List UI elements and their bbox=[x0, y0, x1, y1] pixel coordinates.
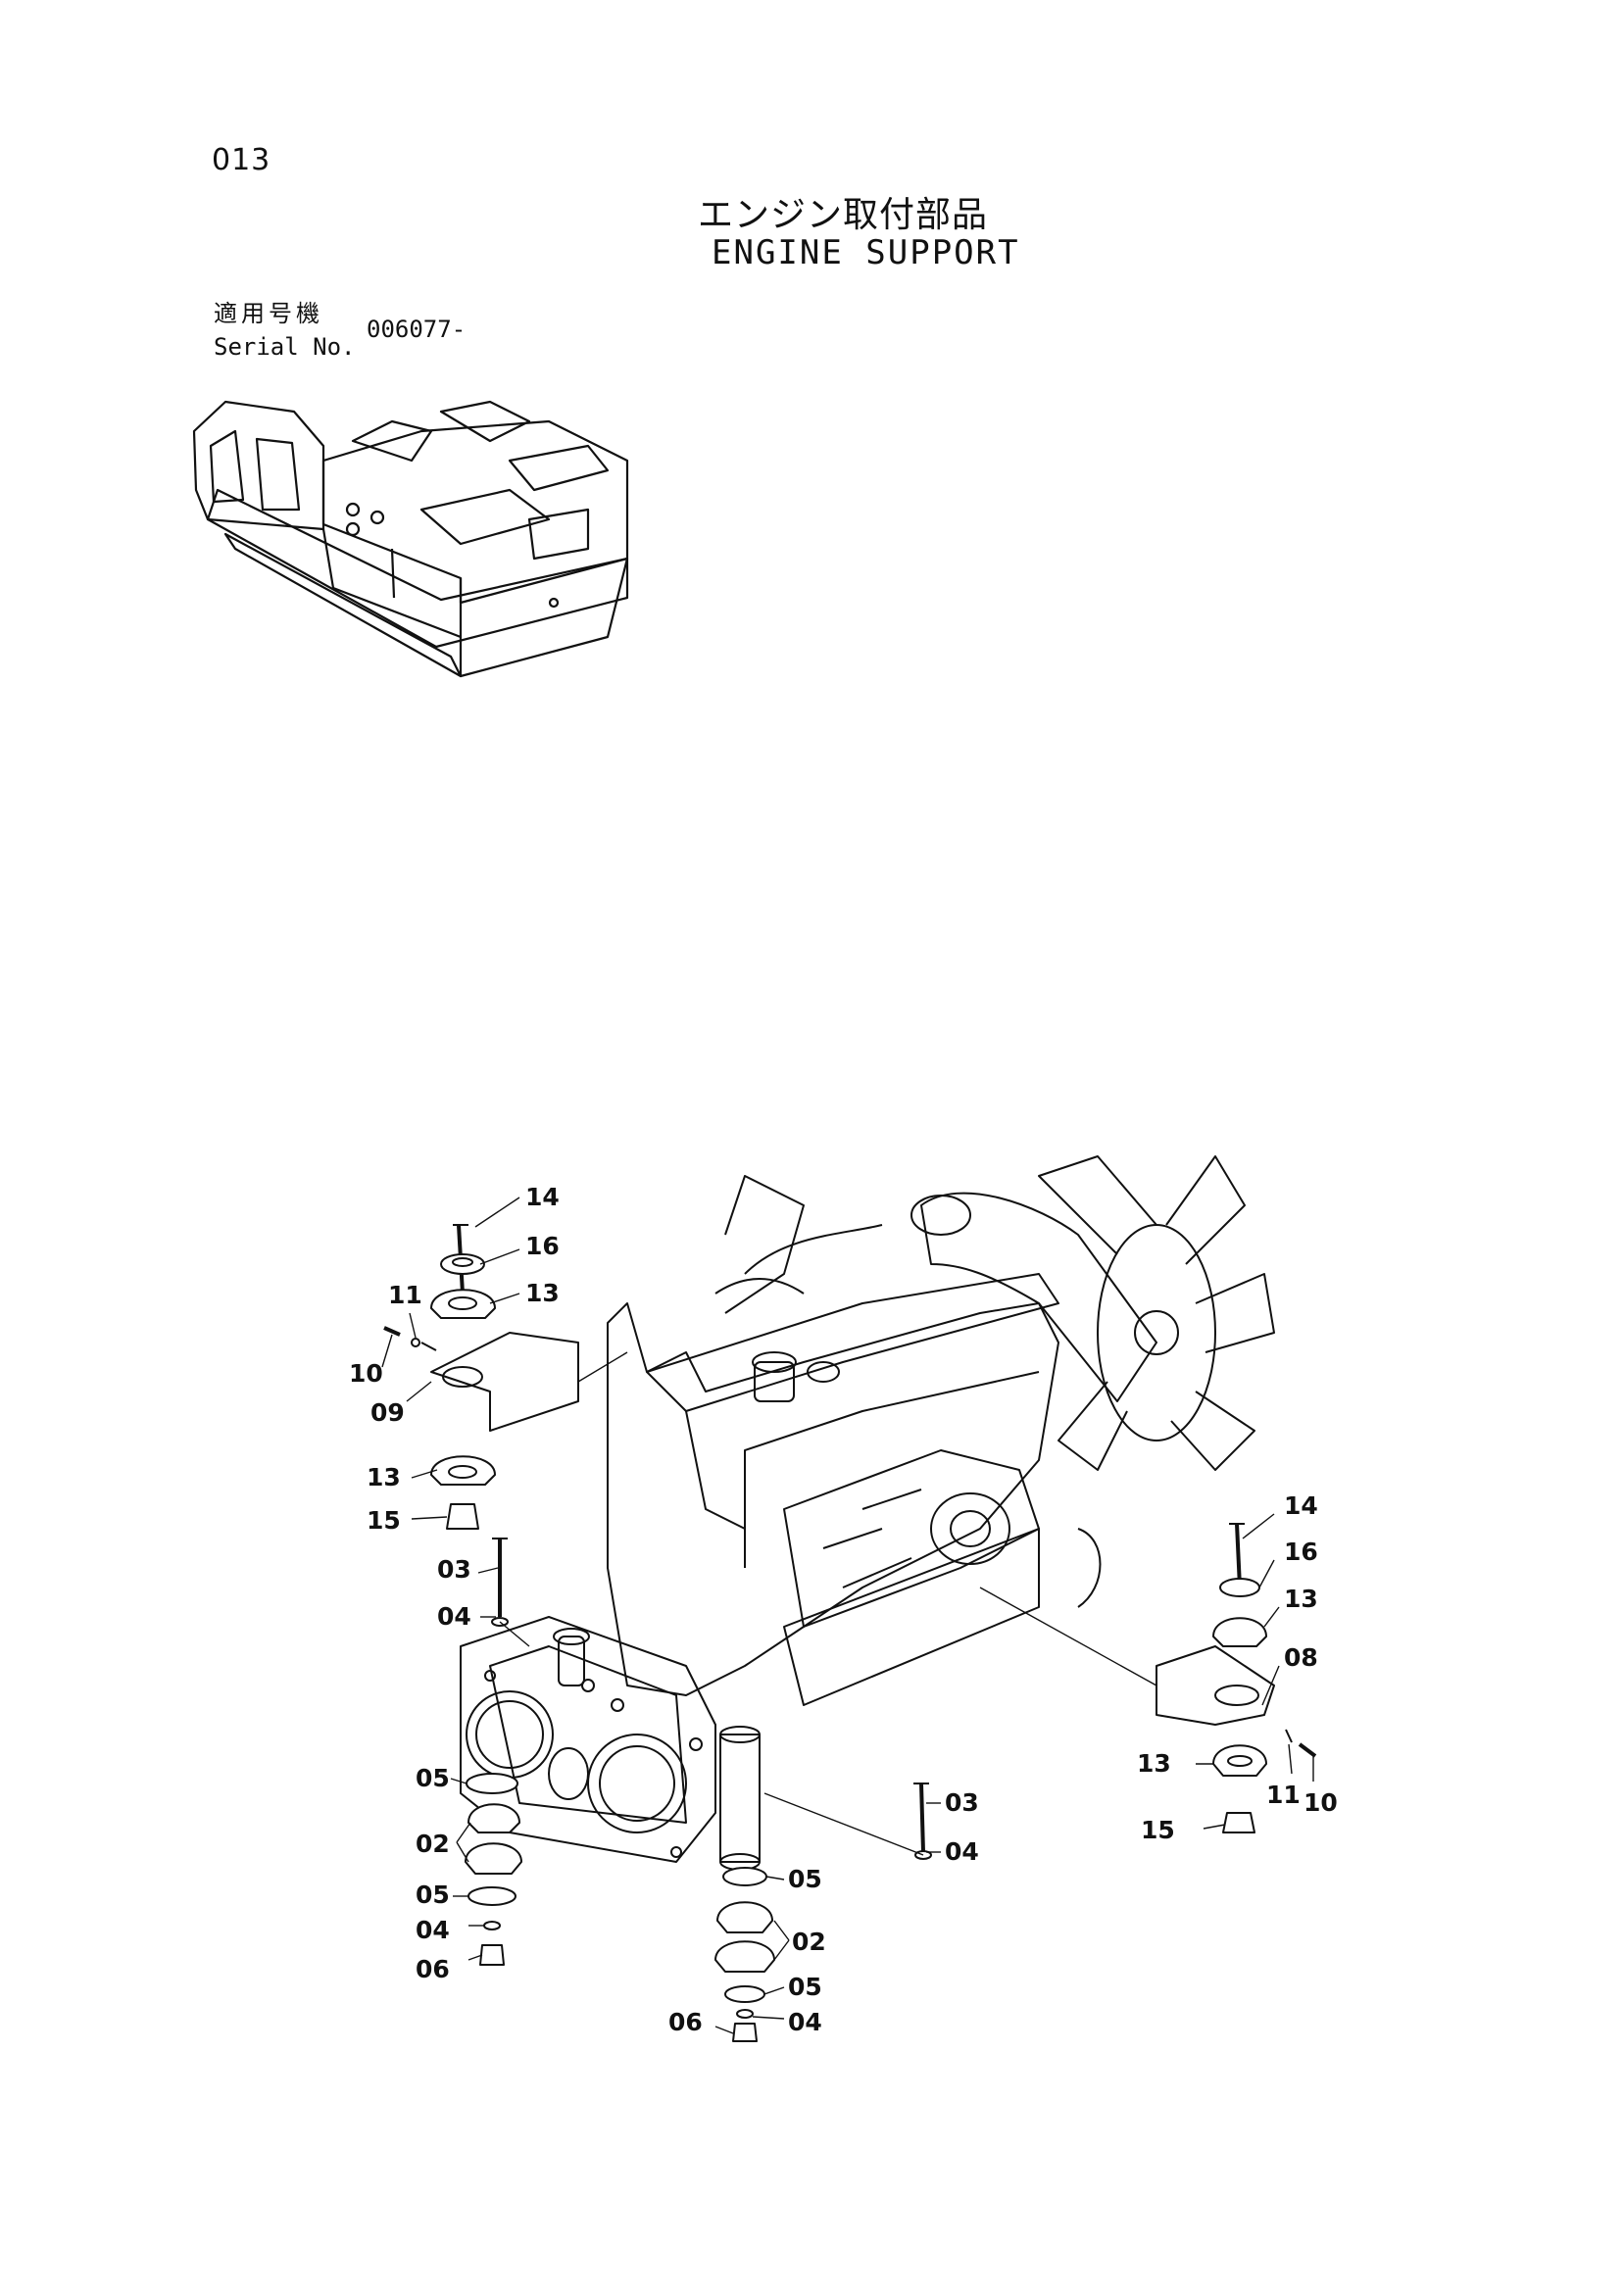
turbocharger bbox=[930, 1492, 1010, 1565]
callout-04: 04 bbox=[437, 1602, 471, 1631]
callout-05: 05 bbox=[416, 1764, 450, 1792]
callout-03: 03 bbox=[945, 1788, 979, 1817]
callout-02: 02 bbox=[792, 1928, 826, 1956]
callout-15: 15 bbox=[1141, 1816, 1175, 1844]
center-rear-mount bbox=[714, 1783, 932, 2042]
callout-16: 16 bbox=[1284, 1538, 1318, 1566]
intake-pipe bbox=[724, 1175, 805, 1314]
callout-04: 04 bbox=[945, 1837, 979, 1866]
callout-03: 03 bbox=[437, 1555, 471, 1584]
callout-13: 13 bbox=[1284, 1585, 1318, 1613]
callout-15: 15 bbox=[367, 1506, 401, 1535]
callout-16: 16 bbox=[525, 1232, 560, 1260]
oil-pan bbox=[783, 1528, 1040, 1706]
callout-08: 08 bbox=[1284, 1643, 1318, 1672]
callout-04: 04 bbox=[416, 1916, 450, 1944]
callout-10: 10 bbox=[349, 1359, 383, 1388]
callout-13: 13 bbox=[367, 1463, 401, 1491]
rear-mount-column bbox=[719, 1734, 761, 1863]
leader-lines bbox=[381, 1197, 1314, 2034]
engine-bracket-08 bbox=[1156, 1645, 1275, 1726]
cooling-fan bbox=[1038, 1155, 1275, 1471]
callout-04: 04 bbox=[788, 2008, 822, 2036]
callout-11: 11 bbox=[1266, 1781, 1301, 1809]
callout-05: 05 bbox=[788, 1865, 822, 1893]
page-number: 013 bbox=[212, 143, 271, 177]
right-front-mount bbox=[1156, 1523, 1317, 1833]
callout-13: 13 bbox=[1137, 1749, 1171, 1778]
callout-10: 10 bbox=[1303, 1788, 1338, 1817]
callout-05: 05 bbox=[788, 1973, 822, 2001]
oil-filler-cap bbox=[754, 1361, 795, 1402]
air-duct bbox=[920, 1192, 1157, 1402]
callout-09: 09 bbox=[370, 1398, 405, 1427]
page-title: ENGINE SUPPORT bbox=[712, 233, 1020, 272]
callout-06: 06 bbox=[668, 2008, 703, 2036]
serial-label: Serial No. bbox=[214, 333, 356, 361]
callout-06: 06 bbox=[416, 1955, 450, 1983]
left-front-mount bbox=[383, 1224, 579, 1530]
callout-02: 02 bbox=[416, 1830, 450, 1858]
callout-labels: 14 16 13 11 10 09 13 15 03 04 05 02 05 0… bbox=[349, 1183, 1338, 2036]
engine-block bbox=[607, 1302, 1059, 1696]
callout-11: 11 bbox=[388, 1281, 422, 1309]
left-rear-mount bbox=[465, 1538, 522, 1966]
serial-label-japanese: 適用号機 bbox=[214, 300, 323, 327]
engine-bracket-09 bbox=[430, 1332, 579, 1432]
callout-14: 14 bbox=[1284, 1491, 1318, 1520]
exhaust-manifold bbox=[783, 1449, 1040, 1628]
callout-05: 05 bbox=[416, 1881, 450, 1909]
page-title-japanese: エンジン取付部品 bbox=[698, 195, 989, 235]
callout-13: 13 bbox=[525, 1279, 560, 1307]
callout-14: 14 bbox=[525, 1183, 560, 1211]
serial-value: 006077- bbox=[367, 316, 467, 343]
